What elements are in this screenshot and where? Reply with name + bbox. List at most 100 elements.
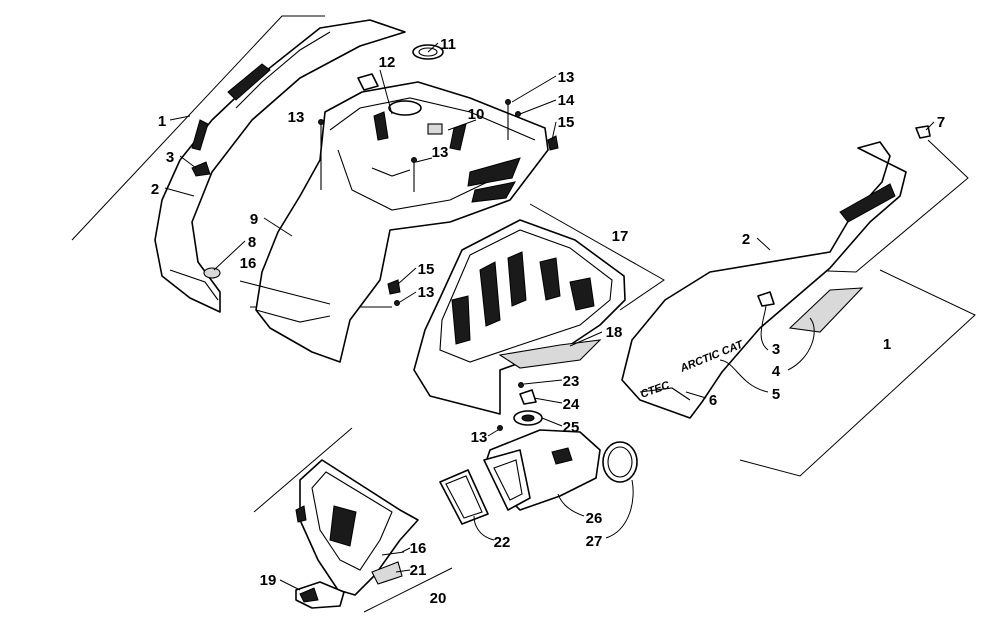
hood-vent-upper bbox=[467, 157, 521, 187]
leader-c13-e bbox=[487, 429, 499, 437]
hood-cowl-line bbox=[371, 167, 411, 177]
nose-opening bbox=[329, 505, 357, 547]
leader-c25 bbox=[541, 417, 563, 427]
screw-13-b-head bbox=[411, 157, 417, 163]
callout-c19: 19 bbox=[260, 572, 277, 589]
right-panel-lower-line bbox=[639, 387, 691, 401]
right-side-panel-outline bbox=[621, 141, 907, 419]
callout-c12: 12 bbox=[379, 54, 396, 71]
callout-c8: 8 bbox=[248, 234, 256, 251]
left-panel-lower-line bbox=[169, 269, 219, 301]
hood-rim-line bbox=[329, 97, 536, 141]
leader-c24 bbox=[533, 397, 563, 404]
nose-panel-inner bbox=[311, 471, 393, 571]
leader-c19 bbox=[279, 579, 301, 591]
leader-c21 bbox=[395, 569, 411, 573]
leader-c9 bbox=[263, 217, 293, 237]
leader-c11 bbox=[427, 42, 439, 53]
screw-13-a-head bbox=[318, 119, 324, 125]
callout-c13-c: 13 bbox=[558, 69, 575, 86]
air-box-17 bbox=[413, 203, 665, 415]
cap-12 bbox=[357, 73, 379, 91]
leader-c6 bbox=[685, 391, 707, 399]
callout-c2-right: 2 bbox=[742, 231, 750, 248]
leader-c14 bbox=[519, 99, 557, 115]
hood-insert-10 bbox=[427, 123, 443, 135]
callout-c24: 24 bbox=[563, 396, 580, 413]
callout-c16-top: 16 bbox=[240, 255, 257, 272]
left-panel-edge-line bbox=[235, 31, 331, 109]
callout-c5: 5 bbox=[772, 386, 780, 403]
intake-assembly bbox=[439, 382, 638, 525]
callout-c22: 22 bbox=[494, 534, 511, 551]
nose-assembly bbox=[253, 427, 453, 613]
callout-c23: 23 bbox=[563, 373, 580, 390]
leader-c8 bbox=[213, 240, 246, 271]
clamp-27-inner bbox=[607, 446, 633, 478]
left-panel-grommet-8 bbox=[203, 267, 221, 279]
leader-c26 bbox=[557, 493, 585, 517]
leader-c2-left bbox=[164, 187, 195, 197]
gasket-22-inner bbox=[445, 475, 483, 519]
leader-c7 bbox=[925, 121, 935, 131]
leader-c13-b bbox=[415, 157, 433, 163]
leader-c23 bbox=[523, 379, 563, 385]
gauge-opening bbox=[388, 100, 422, 116]
right-panel-upper-trim bbox=[839, 183, 896, 223]
right-panel-bracket-bottom bbox=[739, 269, 976, 477]
intake-duct-mouth bbox=[483, 449, 531, 511]
nose-bracket-top bbox=[253, 427, 353, 513]
callout-c27: 27 bbox=[586, 533, 603, 550]
callout-c3-left: 3 bbox=[166, 149, 174, 166]
callout-c3-right: 3 bbox=[772, 341, 780, 358]
leader-c15-top bbox=[551, 121, 557, 141]
clip-15-top bbox=[547, 135, 559, 151]
left-panel-bracket bbox=[71, 15, 325, 241]
callout-c21: 21 bbox=[410, 562, 427, 579]
callout-c18: 18 bbox=[606, 324, 623, 341]
callout-c20: 20 bbox=[430, 590, 447, 607]
hood-outline bbox=[255, 81, 549, 363]
leader-c2-right bbox=[756, 237, 771, 251]
callout-c25: 25 bbox=[563, 419, 580, 436]
right-side-panel: ARCTIC CAT CTEC bbox=[621, 125, 976, 477]
leader-c13-c bbox=[511, 75, 557, 103]
callout-c13-a: 13 bbox=[288, 109, 305, 126]
callout-c13-e: 13 bbox=[471, 429, 488, 446]
hood-nose-line bbox=[255, 309, 331, 323]
callout-c6: 6 bbox=[709, 392, 717, 409]
air-box-baffle-3 bbox=[539, 257, 561, 301]
grommet-25-hole bbox=[521, 414, 535, 422]
hood-vent-lower bbox=[471, 181, 516, 203]
air-box-baffle-1 bbox=[479, 261, 501, 327]
leader-c3-right bbox=[760, 305, 769, 351]
leader-c27 bbox=[605, 479, 634, 539]
right-panel-clip-3 bbox=[757, 291, 775, 307]
leader-c1-left bbox=[169, 115, 191, 121]
leader-c13-d bbox=[399, 291, 417, 303]
callout-c14: 14 bbox=[558, 92, 575, 109]
callout-c1-left: 1 bbox=[158, 113, 166, 130]
callout-c7: 7 bbox=[937, 114, 945, 131]
callout-c4: 4 bbox=[772, 363, 781, 380]
left-panel-clip-3 bbox=[191, 161, 211, 177]
callout-c26: 26 bbox=[586, 510, 603, 527]
hood-inner-line bbox=[337, 149, 501, 211]
nose-bracket-bottom bbox=[363, 567, 453, 613]
callout-c17: 17 bbox=[612, 228, 629, 245]
leader-c10 bbox=[447, 119, 477, 131]
screw-23 bbox=[518, 382, 524, 388]
hood-assembly bbox=[250, 81, 549, 363]
leader-c4 bbox=[787, 317, 815, 371]
right-panel-reflector-4 bbox=[788, 287, 864, 333]
grommet-11-inner bbox=[418, 47, 438, 57]
screw-13-e bbox=[497, 425, 503, 431]
hood-bracket-left bbox=[373, 111, 389, 141]
callout-leaders bbox=[164, 42, 935, 591]
leader-c15-mid bbox=[397, 267, 417, 285]
washer-14 bbox=[515, 111, 521, 117]
callout-c16-bottom: 16 bbox=[410, 540, 427, 557]
callout-c15-top: 15 bbox=[558, 114, 575, 131]
